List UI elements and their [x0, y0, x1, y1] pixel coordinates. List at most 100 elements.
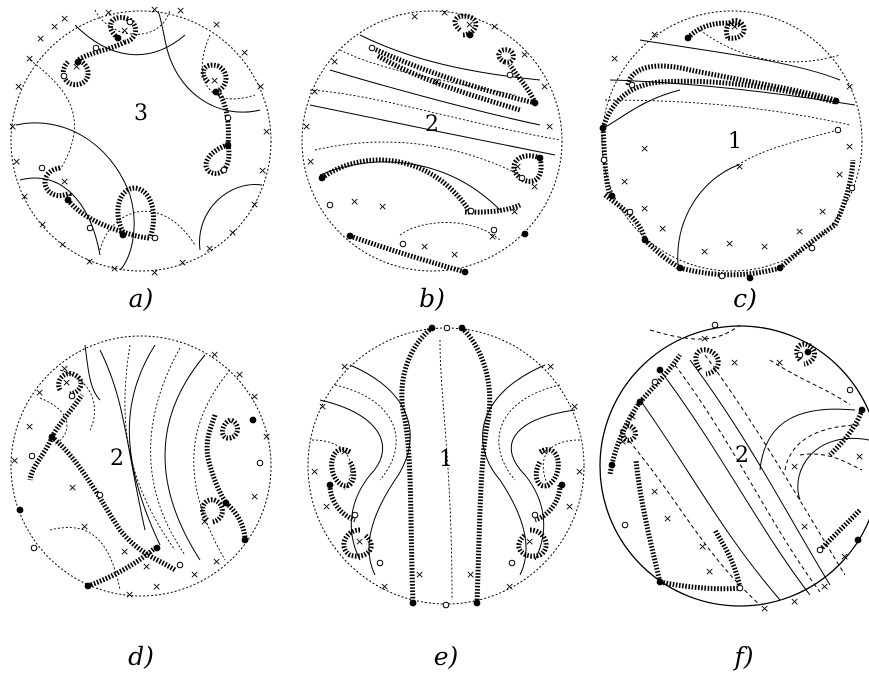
- panel-b: ×× ×× ×× ×× ×× ×× ×× ×× ×× ×× 2: [301, 6, 563, 276]
- panel-b-number: 2: [425, 112, 439, 137]
- panel-f-boundary: [599, 325, 869, 607]
- svg-text:×: ×: [310, 85, 319, 98]
- panel-c-number: 1: [728, 129, 742, 154]
- svg-text:×: ×: [725, 237, 734, 250]
- svg-text:×: ×: [250, 390, 259, 403]
- svg-text:×: ×: [50, 20, 59, 33]
- svg-text:×: ×: [80, 520, 89, 533]
- svg-text:×: ×: [250, 198, 259, 211]
- svg-text:×: ×: [565, 500, 574, 513]
- svg-text:×: ×: [355, 535, 364, 548]
- svg-text:×: ×: [68, 481, 77, 494]
- svg-text:×: ×: [835, 168, 844, 181]
- svg-text:×: ×: [525, 535, 534, 548]
- svg-text:×: ×: [12, 155, 21, 168]
- svg-text:×: ×: [432, 75, 441, 88]
- svg-text:×: ×: [120, 545, 129, 558]
- svg-text:×: ×: [510, 205, 519, 218]
- svg-text:×: ×: [378, 200, 387, 213]
- svg-text:×: ×: [10, 454, 19, 467]
- svg-text:×: ×: [545, 120, 554, 133]
- svg-text:×: ×: [410, 10, 419, 23]
- svg-text:×: ×: [855, 450, 864, 463]
- svg-text:×: ×: [640, 202, 649, 215]
- panel-c-caption: c): [733, 284, 757, 313]
- svg-text:×: ×: [210, 348, 219, 361]
- svg-text:×: ×: [142, 560, 151, 573]
- svg-text:×: ×: [350, 195, 359, 208]
- svg-text:×: ×: [415, 568, 424, 581]
- svg-text:×: ×: [845, 80, 854, 93]
- svg-text:×: ×: [176, 4, 185, 17]
- svg-text:×: ×: [104, 6, 113, 19]
- svg-text:×: ×: [60, 175, 69, 188]
- svg-text:×: ×: [235, 368, 244, 381]
- svg-text:×: ×: [150, 3, 159, 16]
- svg-text:×: ×: [228, 226, 237, 239]
- svg-text:×: ×: [210, 74, 219, 87]
- svg-text:×: ×: [60, 12, 69, 25]
- svg-text:×: ×: [200, 515, 209, 528]
- svg-text:×: ×: [840, 550, 849, 563]
- panel-f-number: 2: [735, 443, 749, 468]
- svg-text:×: ×: [212, 555, 221, 568]
- svg-text:×: ×: [340, 445, 349, 458]
- svg-text:×: ×: [8, 120, 17, 133]
- svg-text:×: ×: [240, 46, 249, 59]
- svg-text:×: ×: [440, 6, 449, 19]
- svg-text:×: ×: [340, 360, 349, 373]
- panel-a: ×× ×× ×× ×× ×× ×× ×× ×× ×× ×× ×× ×× ×× ×…: [8, 3, 272, 279]
- panel-d-number: 2: [110, 446, 124, 471]
- svg-text:×: ×: [36, 32, 45, 45]
- svg-text:×: ×: [150, 266, 159, 279]
- svg-text:×: ×: [700, 332, 709, 345]
- svg-text:×: ×: [760, 602, 769, 615]
- svg-text:×: ×: [322, 500, 331, 513]
- svg-text:×: ×: [663, 512, 672, 525]
- svg-text:×: ×: [628, 410, 637, 423]
- svg-text:×: ×: [20, 190, 29, 203]
- svg-text:×: ×: [25, 52, 34, 65]
- svg-text:×: ×: [250, 490, 259, 503]
- svg-text:×: ×: [125, 588, 134, 601]
- svg-text:×: ×: [775, 356, 784, 369]
- panel-e-caption: e): [434, 642, 459, 671]
- svg-text:×: ×: [120, 24, 129, 37]
- svg-text:×: ×: [620, 175, 629, 188]
- svg-text:×: ×: [490, 20, 499, 33]
- svg-text:×: ×: [540, 445, 549, 458]
- svg-text:×: ×: [205, 242, 214, 255]
- svg-text:×: ×: [190, 568, 199, 581]
- svg-text:×: ×: [72, 60, 81, 73]
- svg-text:×: ×: [62, 376, 71, 389]
- svg-text:×: ×: [700, 245, 709, 258]
- svg-text:×: ×: [650, 485, 659, 498]
- svg-text:×: ×: [505, 580, 514, 593]
- svg-text:×: ×: [262, 430, 271, 443]
- svg-text:×: ×: [258, 164, 267, 177]
- svg-text:×: ×: [318, 400, 327, 413]
- svg-text:×: ×: [35, 386, 44, 399]
- svg-text:×: ×: [256, 80, 265, 93]
- svg-text:×: ×: [85, 255, 94, 268]
- svg-text:×: ×: [152, 580, 161, 593]
- svg-text:×: ×: [540, 80, 549, 93]
- panel-f: ×× ×× ×× ×× ×× ×× ×× ×× 2: [599, 321, 869, 615]
- panel-b-boundary: [301, 10, 563, 272]
- svg-text:×: ×: [730, 356, 739, 369]
- svg-text:×: ×: [795, 225, 804, 238]
- svg-text:×: ×: [513, 160, 522, 173]
- svg-text:×: ×: [610, 52, 619, 65]
- svg-text:×: ×: [262, 125, 271, 138]
- svg-text:×: ×: [58, 238, 67, 251]
- svg-text:×: ×: [735, 160, 744, 173]
- svg-text:×: ×: [530, 180, 539, 193]
- svg-text:×: ×: [330, 55, 339, 68]
- svg-text:×: ×: [570, 400, 579, 413]
- svg-text:×: ×: [800, 520, 809, 533]
- panel-d-boundary: [10, 335, 272, 597]
- panel-d-caption: d): [128, 642, 154, 671]
- svg-text:×: ×: [212, 18, 221, 31]
- svg-text:×: ×: [818, 205, 827, 218]
